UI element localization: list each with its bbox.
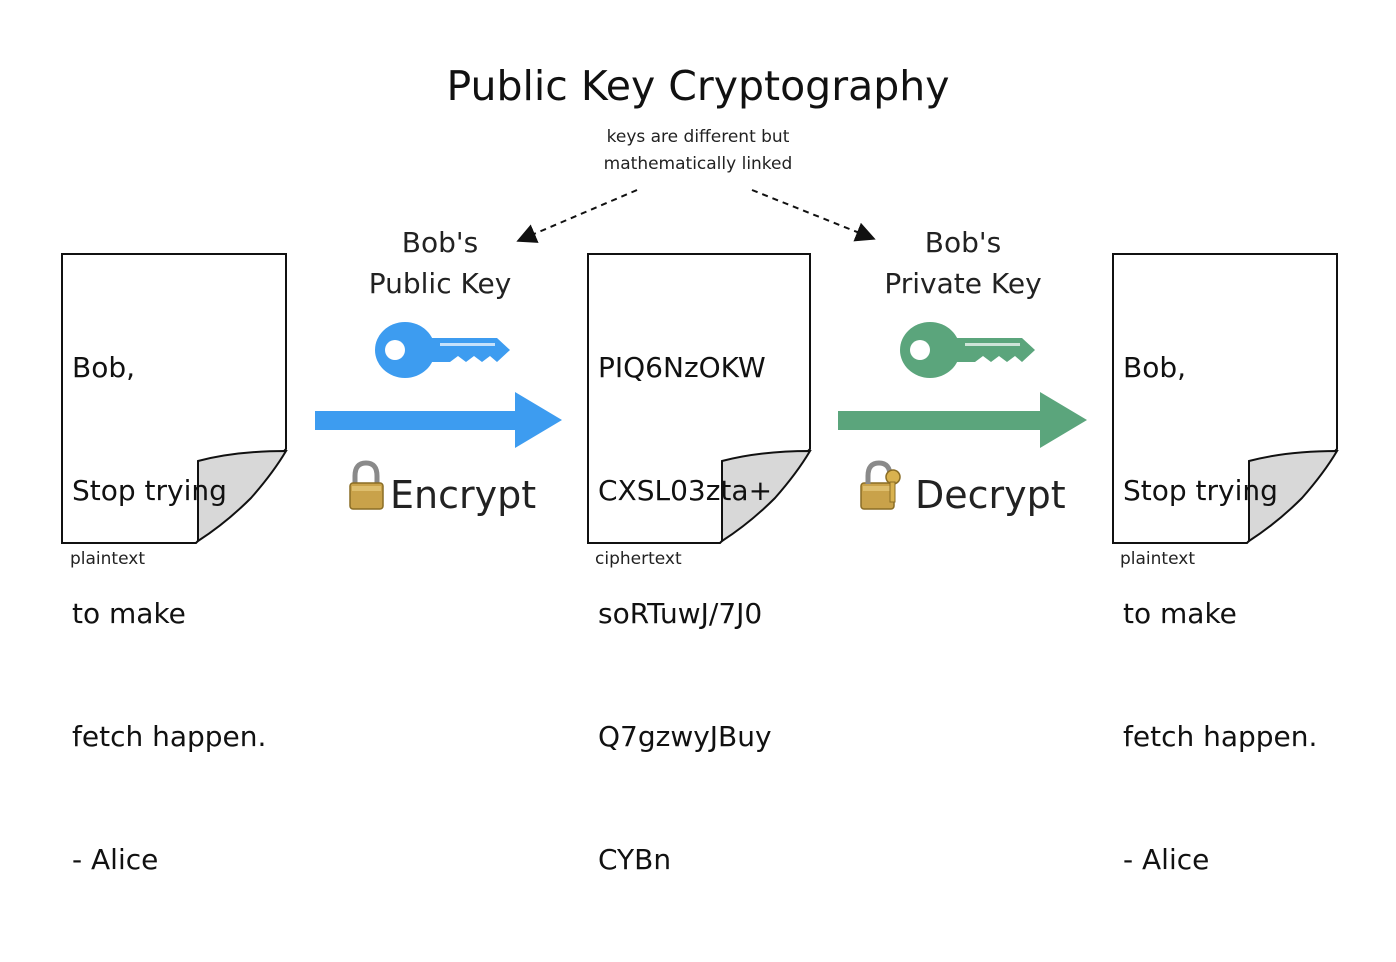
document-page-icon (587, 253, 812, 544)
private-key-label-line-2: Private Key (884, 267, 1042, 300)
ciphertext-line-4: Q7gzwyJBuy (598, 720, 772, 753)
ciphertext-line-3: soRTuwJ/7J0 (598, 597, 763, 630)
ciphertext-line-2: CXSL03zta+ (598, 474, 773, 507)
unlock-icon (860, 460, 901, 510)
plaintext-right-line-2: Stop trying (1123, 474, 1278, 507)
public-key-label-line-1: Bob's (401, 226, 479, 259)
caption-plaintext-left: plaintext (70, 549, 145, 569)
dashed-arrow-to-public-key (516, 189, 638, 243)
plaintext-right-line-3: to make (1123, 597, 1237, 630)
encrypt-label: Encrypt (390, 473, 537, 517)
subtitle-note: keys are different but mathematically li… (548, 124, 848, 178)
private-key-label-line-1: Bob's (924, 226, 1002, 259)
subtitle-line-1: keys are different but (606, 127, 790, 147)
document-page-icon (1112, 253, 1339, 544)
encrypt-arrow-icon (315, 392, 562, 448)
decrypt-arrow-icon (838, 392, 1087, 448)
plaintext-left-line-2: Stop trying (72, 474, 227, 507)
dashed-arrow-to-private-key (751, 189, 876, 242)
plaintext-right-line-5: - Alice (1123, 843, 1210, 876)
ciphertext-line-1: PIQ6NzOKW (598, 351, 766, 384)
subtitle-line-2: mathematically linked (603, 154, 793, 174)
plaintext-left-line-1: Bob, (72, 351, 136, 384)
document-page-icon (61, 253, 288, 544)
plaintext-left-line-3: to make (72, 597, 186, 630)
diagram-graphics (315, 189, 1087, 510)
plaintext-left-line-5: - Alice (72, 843, 159, 876)
public-key-label-line-2: Public Key (368, 267, 512, 300)
private-key-label: Bob's Private Key (863, 222, 1063, 304)
caption-plaintext-right: plaintext (1120, 549, 1195, 569)
caption-ciphertext: ciphertext (595, 549, 682, 569)
private-key-icon (900, 322, 1035, 378)
diagram-title: Public Key Cryptography (446, 62, 950, 110)
plaintext-right-line-4: fetch happen. (1123, 720, 1318, 753)
decrypt-label: Decrypt (915, 473, 1066, 517)
lock-icon (349, 460, 384, 510)
public-key-label: Bob's Public Key (340, 222, 540, 304)
plaintext-right-line-1: Bob, (1123, 351, 1187, 384)
public-key-icon (375, 322, 510, 378)
plaintext-left-line-4: fetch happen. (72, 720, 267, 753)
ciphertext-line-5: CYBn (598, 843, 672, 876)
